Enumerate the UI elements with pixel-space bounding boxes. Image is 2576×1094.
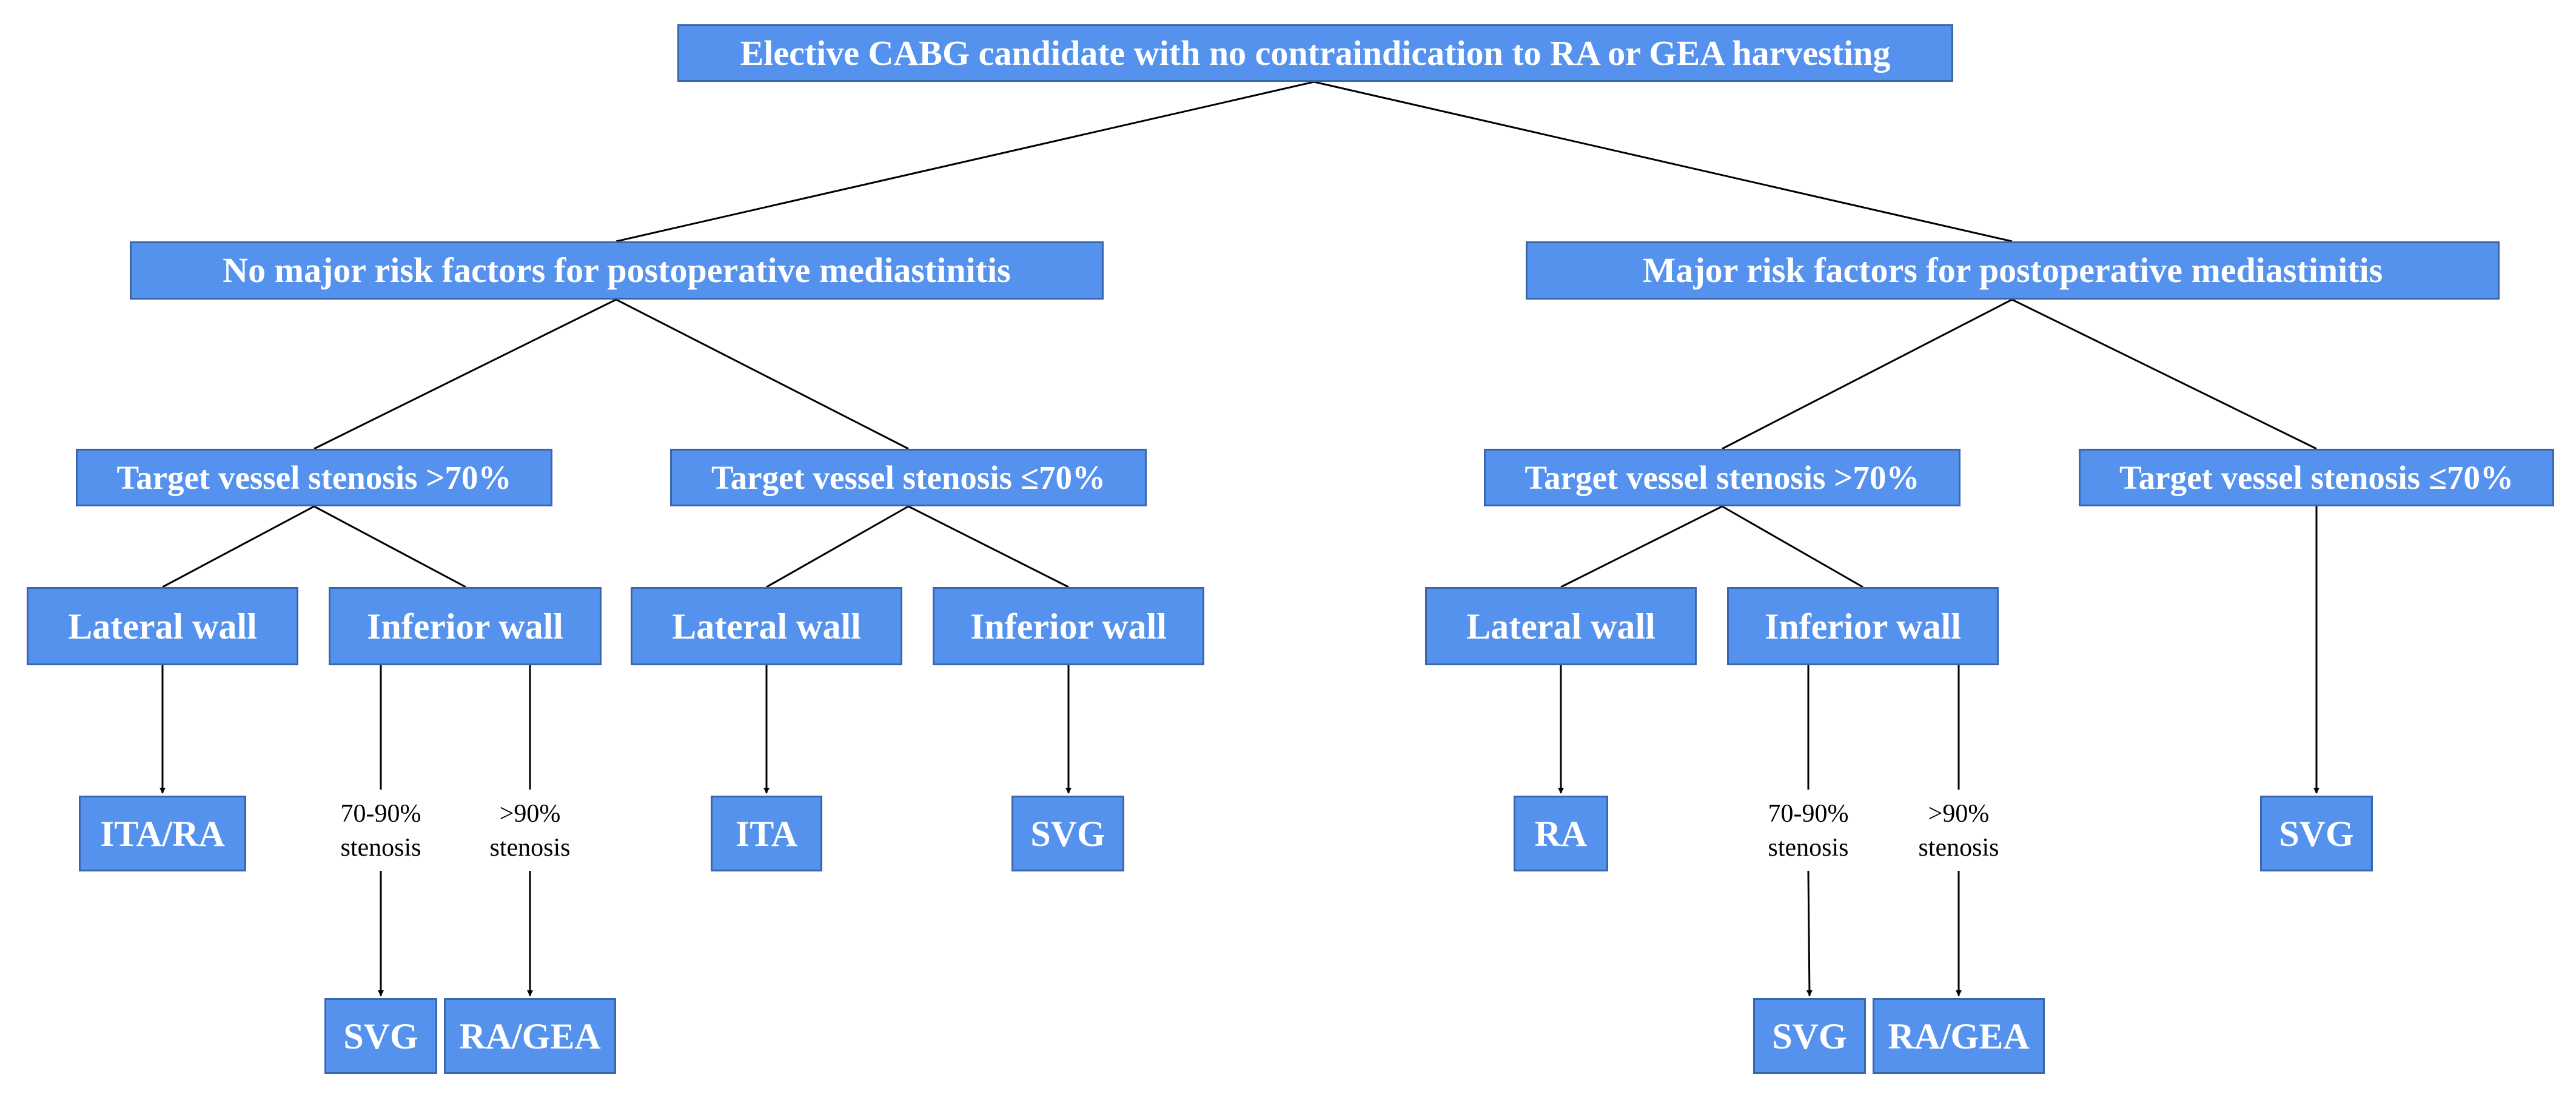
edge-root-right — [1313, 81, 2013, 243]
cond-value: >90% — [499, 800, 561, 828]
no-risk-node: No major risk factors for postoperative … — [130, 241, 1104, 300]
result-ita: ITA — [711, 796, 822, 871]
right-gt70-lateral-wall-node: Lateral wall — [1425, 587, 1697, 665]
result-ra-gea-left: RA/GEA — [444, 998, 616, 1074]
right-stenosis-gt70-node: Target vessel stenosis >70% — [1484, 449, 1961, 506]
risk-node: Major risk factors for postoperative med… — [1526, 241, 2500, 300]
result-svg-left-le70: SVG — [1011, 796, 1124, 871]
right-cond-70-90: 70-90% stenosis — [1742, 797, 1875, 865]
cond-value: >90% — [1928, 800, 1990, 828]
result-ra-gea-right: RA/GEA — [1873, 998, 2045, 1074]
left-stenosis-le70-node: Target vessel stenosis ≤70% — [670, 449, 1147, 506]
edge-left-gt70 — [314, 298, 617, 450]
left-cond-70-90: 70-90% stenosis — [314, 797, 448, 865]
edge-right-gt70 — [1722, 298, 2013, 450]
right-cond-gt90: >90% stenosis — [1892, 797, 2025, 865]
cond-unit: stenosis — [1768, 834, 1849, 862]
right-gt70-inferior-wall-node: Inferior wall — [1727, 587, 1999, 665]
right-stenosis-le70-node: Target vessel stenosis ≤70% — [2079, 449, 2554, 506]
root-node: Elective CABG candidate with no contrain… — [677, 24, 1953, 82]
left-stenosis-gt70-node: Target vessel stenosis >70% — [76, 449, 552, 506]
left-cond-gt90: >90% stenosis — [463, 797, 597, 865]
cond-value: 70-90% — [340, 800, 421, 828]
edge-root-left — [615, 81, 1315, 243]
result-svg-right-70-90: SVG — [1753, 998, 1866, 1074]
result-ita-ra: ITA/RA — [79, 796, 246, 871]
left-gt70-lateral-wall-node: Lateral wall — [27, 587, 298, 665]
cond-value: 70-90% — [1768, 800, 1849, 828]
edge-left-le70 — [615, 298, 909, 450]
result-ra: RA — [1514, 796, 1608, 871]
result-svg-right-le70: SVG — [2260, 796, 2373, 871]
result-svg-left-70-90: SVG — [324, 998, 437, 1074]
left-gt70-inferior-wall-node: Inferior wall — [329, 587, 602, 665]
cond-unit: stenosis — [489, 834, 571, 862]
left-le70-inferior-wall-node: Inferior wall — [933, 587, 1204, 665]
cond-unit: stenosis — [340, 834, 421, 862]
edge-right-le70 — [2011, 298, 2317, 450]
left-le70-lateral-wall-node: Lateral wall — [631, 587, 902, 665]
cond-unit: stenosis — [1918, 834, 1999, 862]
